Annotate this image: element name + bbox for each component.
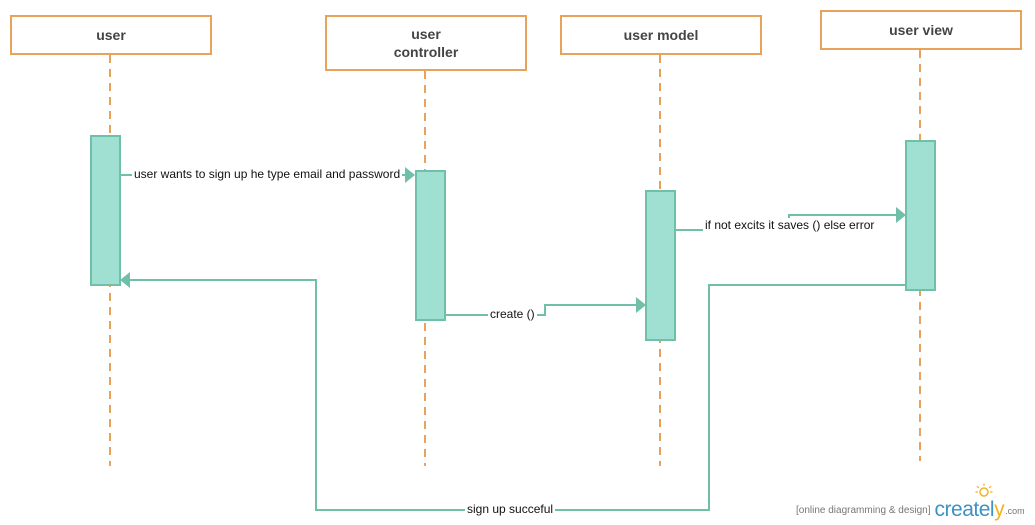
actor-user-controller-label: user controller <box>393 26 459 60</box>
watermark-tagline: [online diagramming & design] <box>796 505 931 516</box>
watermark-brand-accent: y <box>994 498 1005 521</box>
activation-user-controller <box>415 170 446 321</box>
message-label-signup-request: user wants to sign up he type email and … <box>132 167 403 181</box>
activation-user-model <box>645 190 676 341</box>
arrowhead-signup-success <box>120 272 130 288</box>
activation-user-view <box>905 140 936 291</box>
actor-user[interactable]: user <box>10 15 212 55</box>
message-label-save-check: if not excits it saves () else error <box>703 218 877 232</box>
arrowhead-save-check <box>896 207 906 223</box>
watermark-tld: .com <box>1005 506 1025 516</box>
activation-user <box>90 135 121 286</box>
watermark-brand: creately <box>934 483 1005 522</box>
actor-user-model[interactable]: user model <box>560 15 762 55</box>
actor-user-model-label: user model <box>623 27 699 43</box>
creately-watermark[interactable]: [online diagramming & design] creately .… <box>796 483 1025 522</box>
actor-user-controller[interactable]: user controller <box>325 15 527 71</box>
actor-user-view[interactable]: user view <box>820 10 1022 50</box>
lightbulb-icon <box>975 483 993 497</box>
arrowhead-create <box>636 297 646 313</box>
message-line-create <box>445 304 636 316</box>
message-label-signup-success: sign up succeful <box>465 502 556 516</box>
arrowhead-signup-request <box>405 167 415 183</box>
watermark-brand-main: createl <box>934 498 995 521</box>
actor-user-label: user <box>96 27 126 43</box>
message-label-create: create () <box>488 307 537 321</box>
actor-user-view-label: user view <box>889 22 953 38</box>
